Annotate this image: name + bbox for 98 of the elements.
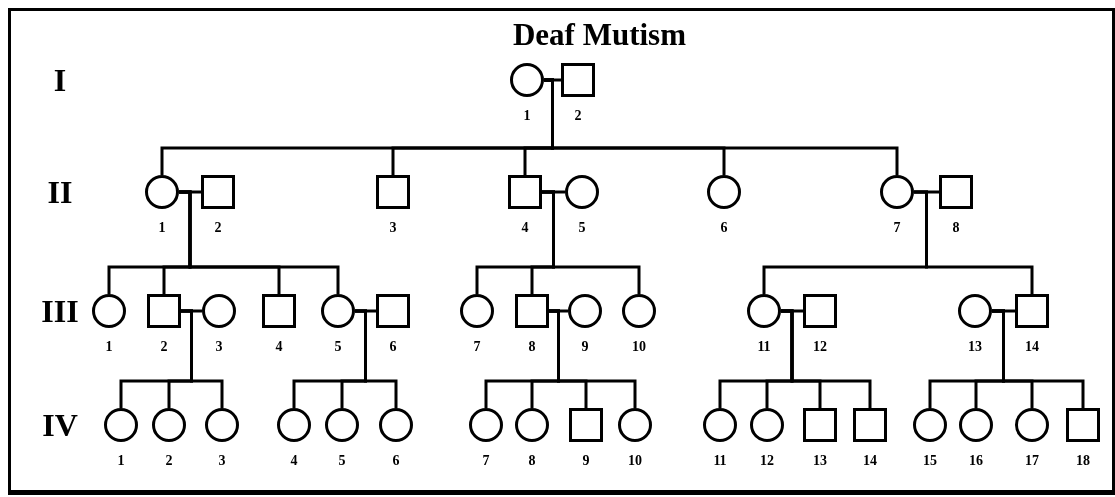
- generation-label: I: [52, 64, 68, 96]
- descent-line: [549, 309, 637, 408]
- generation-label: II: [46, 176, 74, 208]
- descent-line: [992, 309, 1085, 408]
- individual-number: 14: [1024, 340, 1040, 354]
- female-circle: [703, 408, 737, 442]
- individual-number: 1: [522, 109, 532, 123]
- individual-number: 1: [116, 454, 126, 468]
- female-circle: [618, 408, 652, 442]
- male-square: [262, 294, 296, 328]
- female-circle: [510, 63, 544, 97]
- individual-number: 7: [481, 454, 491, 468]
- male-square: [201, 175, 235, 209]
- female-circle: [202, 294, 236, 328]
- individual-number: 10: [631, 340, 647, 354]
- male-square: [376, 294, 410, 328]
- female-circle: [1015, 408, 1049, 442]
- individual-number: 2: [164, 454, 174, 468]
- individual-number: 4: [274, 340, 284, 354]
- individual-number: 3: [388, 221, 398, 235]
- descent-line: [542, 190, 641, 294]
- individual-number: 5: [337, 454, 347, 468]
- individual-number: 6: [388, 340, 398, 354]
- male-square: [569, 408, 603, 442]
- individual-number: 14: [862, 454, 878, 468]
- female-circle: [565, 175, 599, 209]
- female-circle: [750, 408, 784, 442]
- individual-number: 7: [892, 221, 902, 235]
- male-square: [803, 294, 837, 328]
- individual-number: 2: [159, 340, 169, 354]
- female-circle: [152, 408, 186, 442]
- female-circle: [880, 175, 914, 209]
- female-circle: [959, 408, 993, 442]
- female-circle: [145, 175, 179, 209]
- individual-number: 18: [1075, 454, 1091, 468]
- descent-line: [781, 309, 872, 408]
- descent-line: [181, 309, 224, 408]
- female-circle: [568, 294, 602, 328]
- individual-number: 15: [922, 454, 938, 468]
- female-circle: [747, 294, 781, 328]
- male-square: [1015, 294, 1049, 328]
- male-square: [939, 175, 973, 209]
- male-square: [515, 294, 549, 328]
- individual-number: 16: [968, 454, 984, 468]
- female-circle: [92, 294, 126, 328]
- individual-number: 2: [573, 109, 583, 123]
- female-circle: [104, 408, 138, 442]
- individual-number: 13: [967, 340, 983, 354]
- individual-number: 9: [580, 340, 590, 354]
- female-circle: [515, 408, 549, 442]
- descent-line: [914, 190, 1034, 294]
- male-square: [1066, 408, 1100, 442]
- individual-number: 1: [157, 221, 167, 235]
- female-circle: [469, 408, 503, 442]
- descent-line: [544, 78, 899, 175]
- individual-number: 6: [391, 454, 401, 468]
- individual-number: 4: [520, 221, 530, 235]
- male-square: [147, 294, 181, 328]
- male-square: [508, 175, 542, 209]
- male-square: [853, 408, 887, 442]
- individual-number: 3: [214, 340, 224, 354]
- individual-number: 7: [472, 340, 482, 354]
- descent-line: [179, 190, 340, 294]
- individual-number: 10: [627, 454, 643, 468]
- female-circle: [958, 294, 992, 328]
- female-circle: [460, 294, 494, 328]
- individual-number: 8: [527, 340, 537, 354]
- female-circle: [205, 408, 239, 442]
- individual-number: 3: [217, 454, 227, 468]
- individual-number: 2: [213, 221, 223, 235]
- individual-number: 8: [951, 221, 961, 235]
- generation-label: III: [40, 295, 80, 327]
- individual-number: 11: [712, 454, 728, 468]
- individual-number: 6: [719, 221, 729, 235]
- male-square: [561, 63, 595, 97]
- individual-number: 8: [527, 454, 537, 468]
- descent-line: [355, 309, 398, 408]
- diagram-title: Deaf Mutism: [511, 17, 686, 52]
- male-square: [376, 175, 410, 209]
- female-circle: [622, 294, 656, 328]
- female-circle: [277, 408, 311, 442]
- individual-number: 4: [289, 454, 299, 468]
- individual-number: 1: [104, 340, 114, 354]
- individual-number: 12: [812, 340, 828, 354]
- female-circle: [707, 175, 741, 209]
- female-circle: [325, 408, 359, 442]
- individual-number: 9: [581, 454, 591, 468]
- individual-number: 12: [759, 454, 775, 468]
- individual-number: 11: [756, 340, 772, 354]
- individual-number: 5: [333, 340, 343, 354]
- female-circle: [913, 408, 947, 442]
- female-circle: [321, 294, 355, 328]
- female-circle: [379, 408, 413, 442]
- generation-label: IV: [41, 409, 79, 441]
- individual-number: 5: [577, 221, 587, 235]
- individual-number: 17: [1024, 454, 1040, 468]
- male-square: [803, 408, 837, 442]
- individual-number: 13: [812, 454, 828, 468]
